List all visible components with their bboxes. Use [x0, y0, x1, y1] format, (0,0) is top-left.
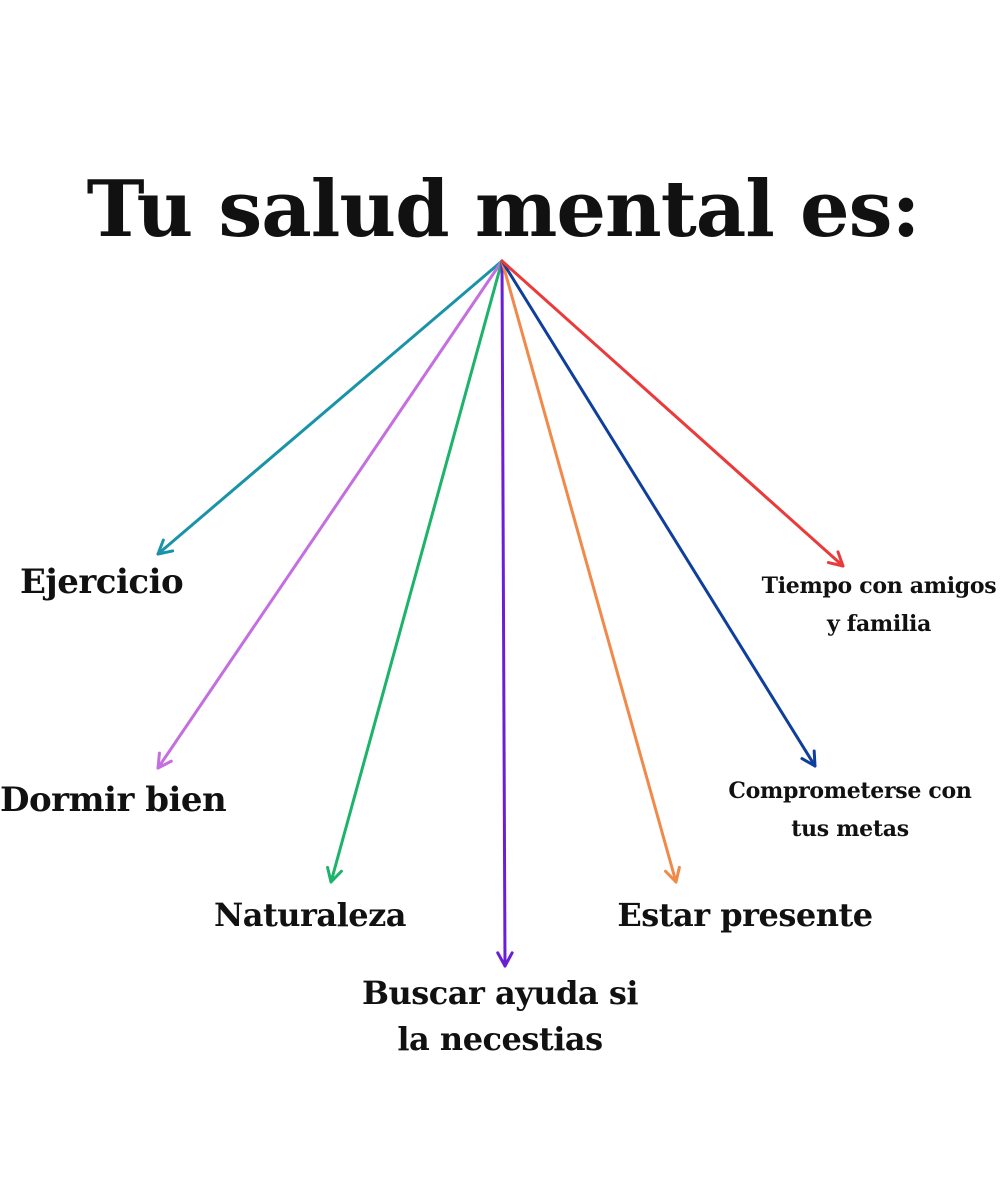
arrow-line-naturaleza: [329, 259, 504, 884]
branch-label-ejercicio: Ejercicio: [20, 562, 184, 602]
arrow-head-dormir: [156, 751, 173, 770]
arrow-line-buscar: [500, 259, 507, 968]
branch-label-tiempo-amigos: Tiempo con amigos y familia: [761, 573, 997, 637]
arrow-head-estar: [664, 865, 681, 884]
branch-label-buscar-ayuda: Buscar ayuda si la necestias: [361, 974, 639, 1058]
branch-label-estar-presente: Estar presente: [617, 896, 873, 934]
arrow-head-buscar: [496, 951, 514, 968]
arrow-head-naturaleza: [326, 865, 343, 884]
branch-label-naturaleza: Naturaleza: [213, 896, 407, 934]
arrow-head-comprometer: [800, 749, 817, 768]
arrow-line-dormir: [156, 259, 504, 770]
arrow-line-comprometer: [500, 259, 817, 768]
arrow-line-estar: [500, 259, 678, 884]
arrow-head-ejercicio: [156, 538, 175, 556]
diagram-title: Tu salud mental es:: [86, 164, 921, 255]
branch-label-dormir-bien: Dormir bien: [0, 780, 227, 820]
arrow-line-ejercicio: [156, 259, 504, 556]
arrow-line-tiempo: [500, 259, 845, 568]
arrow-head-tiempo: [826, 550, 845, 568]
branch-label-comprometerse: Comprometerse con tus metas: [728, 778, 972, 842]
